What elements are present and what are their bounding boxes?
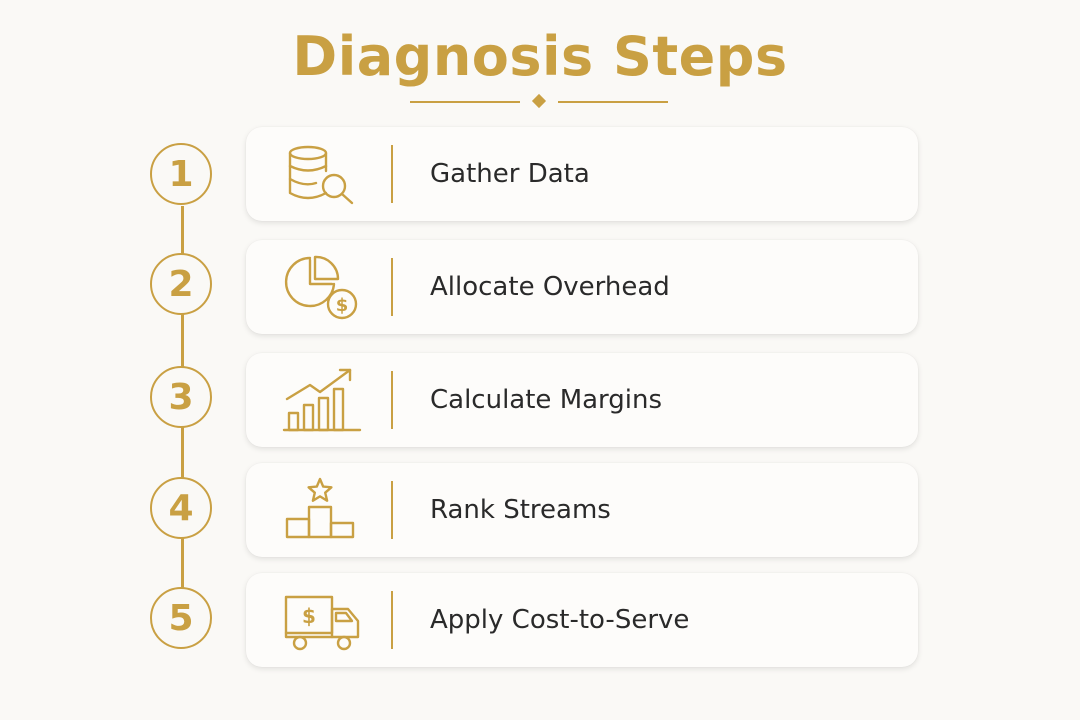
step-number-5: 5 bbox=[150, 587, 212, 649]
bar-chart-growth-icon bbox=[280, 367, 366, 433]
divider-line-left bbox=[410, 101, 520, 103]
svg-text:$: $ bbox=[336, 295, 349, 316]
divider-diamond-icon bbox=[531, 93, 547, 109]
step-label: Rank Streams bbox=[430, 495, 611, 525]
step-number-2: 2 bbox=[150, 253, 212, 315]
step-card-5: $ Apply Cost-to-Serve bbox=[246, 573, 918, 667]
step-label: Apply Cost-to-Serve bbox=[430, 605, 690, 635]
title-divider bbox=[410, 93, 670, 110]
card-separator bbox=[391, 371, 393, 429]
divider-line-right bbox=[558, 101, 668, 103]
step-label: Gather Data bbox=[430, 159, 590, 189]
card-separator bbox=[391, 145, 393, 203]
step-card-2: $ Allocate Overhead bbox=[246, 240, 918, 334]
database-search-icon bbox=[280, 141, 366, 207]
step-number-1: 1 bbox=[150, 143, 212, 205]
step-number-4: 4 bbox=[150, 477, 212, 539]
step-card-4: Rank Streams bbox=[246, 463, 918, 557]
svg-text:$: $ bbox=[302, 604, 316, 628]
card-separator bbox=[391, 591, 393, 649]
step-card-1: Gather Data bbox=[246, 127, 918, 221]
delivery-truck-dollar-icon: $ bbox=[280, 587, 366, 653]
podium-star-icon bbox=[280, 477, 366, 543]
step-card-3: Calculate Margins bbox=[246, 353, 918, 447]
card-separator bbox=[391, 258, 393, 316]
card-separator bbox=[391, 481, 393, 539]
page-title: Diagnosis Steps bbox=[292, 25, 788, 88]
step-label: Calculate Margins bbox=[430, 385, 663, 415]
step-number-3: 3 bbox=[150, 366, 212, 428]
pie-chart-dollar-icon: $ bbox=[280, 254, 366, 320]
step-label: Allocate Overhead bbox=[430, 272, 670, 302]
